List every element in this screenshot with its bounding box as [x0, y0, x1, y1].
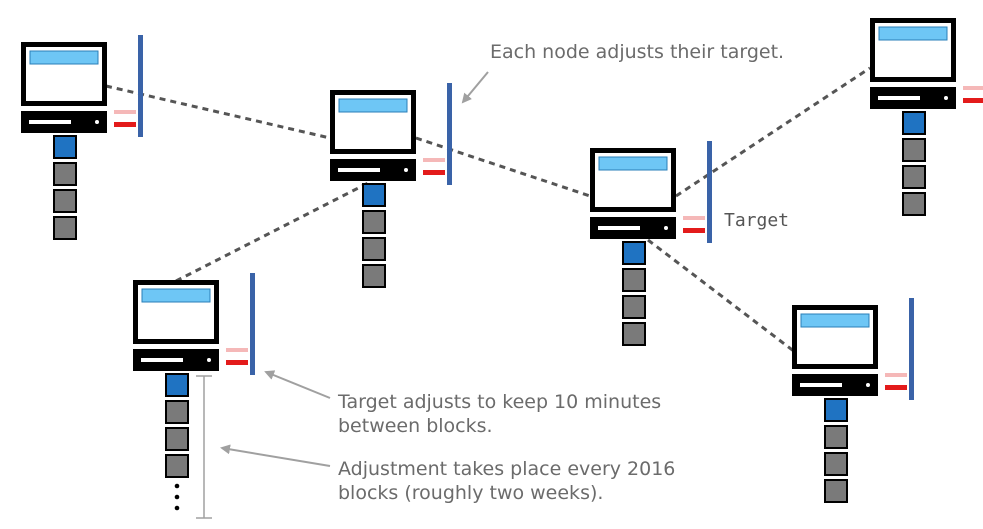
- node-3: [590, 141, 712, 346]
- node-adjust-note: Each node adjusts their target.: [490, 41, 785, 63]
- connection-line: [647, 238, 796, 354]
- latest-block: [824, 398, 848, 422]
- block: [622, 322, 646, 346]
- connection-line: [675, 66, 871, 198]
- target-line-old: [963, 86, 983, 90]
- nodes: [21, 18, 983, 511]
- block: [53, 216, 77, 240]
- ellipsis-dot: [174, 494, 180, 500]
- node-6: [792, 298, 914, 503]
- drive-slot: [598, 226, 640, 230]
- latest-block: [902, 111, 926, 135]
- screen-window: [878, 26, 948, 41]
- power-light: [207, 358, 211, 362]
- screen-window: [29, 50, 99, 65]
- block: [622, 268, 646, 292]
- target-line: [963, 98, 983, 103]
- node-4: [870, 18, 983, 216]
- screen-window: [338, 98, 408, 113]
- block: [902, 192, 926, 216]
- node-2: [330, 83, 452, 288]
- block: [53, 162, 77, 186]
- block: [824, 425, 848, 449]
- connection-line: [175, 179, 373, 283]
- target-bar: [707, 141, 712, 243]
- screen-window: [598, 156, 668, 171]
- drive-slot: [338, 168, 380, 172]
- latest-block: [53, 135, 77, 159]
- ellipsis-dot: [174, 483, 180, 489]
- drive-slot: [29, 120, 71, 124]
- power-light: [404, 168, 408, 172]
- block: [165, 427, 189, 451]
- adjust-period-note-line2: blocks (roughly two weeks).: [338, 482, 604, 504]
- target-bar: [138, 35, 143, 137]
- block: [362, 237, 386, 261]
- target-line-old: [885, 373, 907, 377]
- block: [165, 454, 189, 478]
- block: [165, 400, 189, 424]
- target-line-old: [226, 348, 248, 352]
- target-line-old: [683, 216, 705, 220]
- latest-block: [165, 373, 189, 397]
- screen-window: [800, 313, 870, 328]
- block: [362, 264, 386, 288]
- power-light: [664, 226, 668, 230]
- drive-slot: [800, 383, 842, 387]
- target-line: [226, 360, 248, 365]
- arrow-to-node: [461, 71, 489, 104]
- screen-window: [141, 288, 211, 303]
- target-bar: [447, 83, 452, 185]
- node-1: [21, 35, 143, 240]
- block: [362, 210, 386, 234]
- connection-line: [105, 84, 331, 140]
- target-line: [683, 228, 705, 233]
- arrow-to-blocks: [220, 444, 331, 467]
- annotation-arrows: [196, 71, 489, 519]
- drive-slot: [141, 358, 183, 362]
- power-light: [95, 120, 99, 124]
- node-5: [133, 273, 255, 511]
- latest-block: [622, 241, 646, 265]
- block: [902, 165, 926, 189]
- latest-block: [362, 183, 386, 207]
- connection-line: [415, 136, 591, 198]
- target-line-old: [114, 110, 136, 114]
- block: [622, 295, 646, 319]
- target-line: [885, 385, 907, 390]
- block: [53, 189, 77, 213]
- arrow-to-target: [264, 370, 331, 399]
- target-bar: [250, 273, 255, 375]
- block: [902, 138, 926, 162]
- target-line: [114, 122, 136, 127]
- target-line-old: [423, 158, 445, 162]
- power-light: [866, 383, 870, 387]
- power-light: [944, 96, 948, 100]
- ellipsis-dot: [174, 505, 180, 511]
- block: [824, 452, 848, 476]
- target-label: Target: [724, 210, 790, 231]
- drive-slot: [878, 96, 920, 100]
- block: [824, 479, 848, 503]
- adjust-period-note-line1: Adjustment takes place every 2016: [338, 458, 676, 480]
- target-line: [423, 170, 445, 175]
- keep-interval-note-line2: between blocks.: [338, 415, 493, 437]
- keep-interval-note-line1: Target adjusts to keep 10 minutes: [338, 391, 662, 413]
- target-bar: [909, 298, 914, 400]
